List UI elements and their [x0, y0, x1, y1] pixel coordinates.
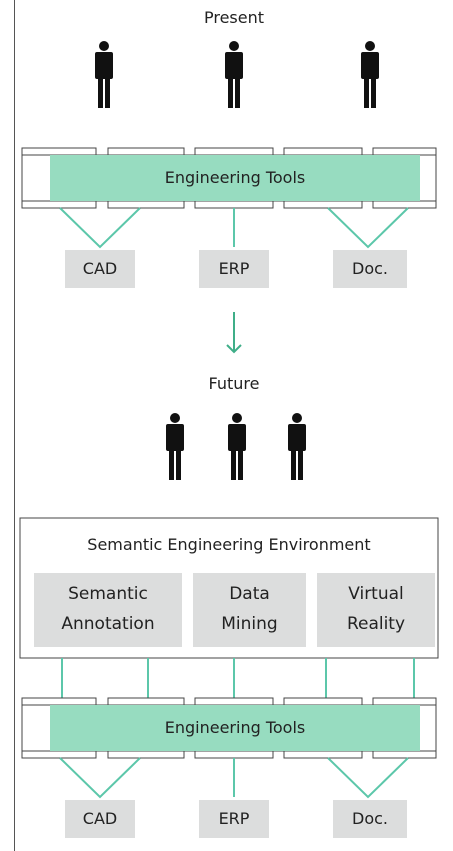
module-semantic-annotation-label: Semantic Annotation	[61, 584, 155, 634]
future-system-erp-label: ERP	[218, 809, 250, 828]
future-env-connectors	[61, 658, 415, 700]
present-systems	[65, 250, 407, 288]
present-connectors	[59, 207, 409, 249]
module-data-mining-label: Data Mining	[221, 584, 278, 634]
module-box-data-mining	[193, 573, 306, 647]
person-icon	[166, 413, 184, 480]
present-tools-label: Engineering Tools	[164, 168, 306, 187]
present-tools-frame	[21, 147, 437, 209]
future-tools-label: Engineering Tools	[164, 718, 306, 737]
future-system-doc-label: Doc.	[352, 809, 388, 828]
future-system-erp-box	[199, 800, 269, 838]
environment-title: Semantic Engineering Environment	[87, 535, 371, 554]
future-system-cad-box	[65, 800, 135, 838]
present-system-erp-label: ERP	[218, 259, 250, 278]
present-connector-doc	[327, 207, 409, 249]
future-connectors	[59, 757, 409, 799]
future-systems	[65, 800, 407, 838]
present-system-doc-box	[333, 250, 407, 288]
future-connector-cad	[59, 757, 141, 799]
module-virtual-reality-label: Virtual Reality	[346, 584, 406, 634]
person-icon	[228, 413, 246, 480]
down-arrow-icon	[226, 312, 242, 354]
present-system-erp-box	[199, 250, 269, 288]
future-connector-doc	[327, 757, 409, 799]
present-system-cad-box	[65, 250, 135, 288]
future-system-doc-box	[333, 800, 407, 838]
present-system-doc-label: Doc.	[352, 259, 388, 278]
future-system-cad-label: CAD	[82, 809, 118, 828]
person-icon	[225, 41, 243, 108]
person-icon	[361, 41, 379, 108]
left-border	[14, 0, 15, 851]
present-connector-cad	[59, 207, 141, 249]
person-icon	[95, 41, 113, 108]
future-tools-frame	[21, 697, 437, 759]
module-box-semantic-annotation	[34, 573, 182, 647]
future-title: Future	[208, 374, 260, 393]
present-tools-bar	[50, 155, 420, 201]
module-box-virtual-reality	[317, 573, 435, 647]
person-icon	[288, 413, 306, 480]
future-tools-bar	[50, 705, 420, 751]
present-system-cad-label: CAD	[82, 259, 118, 278]
present-title: Present	[203, 8, 265, 27]
